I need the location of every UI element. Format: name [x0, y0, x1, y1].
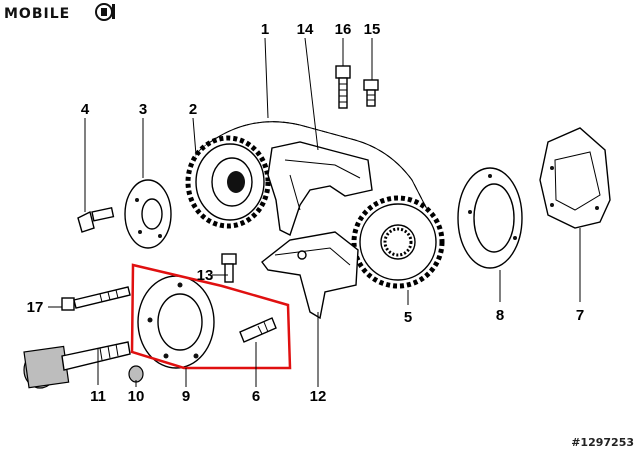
crankshaft-sprocket [351, 195, 445, 289]
logo-text: MOBILE [4, 6, 70, 22]
callout-6: 6 [252, 388, 260, 405]
tensioner-bracket [261, 231, 359, 320]
callout-10: 10 [128, 388, 145, 405]
callout-14: 14 [297, 21, 314, 38]
bolt-13 [221, 253, 237, 283]
flange-washer [124, 179, 172, 249]
bolt-15 [363, 79, 379, 107]
callout-8: 8 [496, 307, 504, 324]
callout-4: 4 [81, 101, 90, 118]
callout-17: 17 [27, 299, 44, 316]
bolt-4 [77, 207, 115, 233]
callout-12: 12 [310, 388, 327, 405]
callout-7: 7 [576, 307, 584, 324]
reference-number: #1297253 [571, 436, 634, 449]
callout-labels: 1 14 16 15 4 3 2 13 17 5 8 7 11 10 9 6 1… [27, 21, 585, 405]
hub-flange [137, 275, 215, 369]
bolt-11 [23, 341, 131, 389]
highlight-outline [130, 263, 292, 370]
cover-plate [539, 127, 611, 229]
bolt-17 [61, 286, 131, 311]
nut-10 [128, 365, 144, 383]
callout-2: 2 [189, 101, 197, 118]
gasket-ring [457, 167, 523, 269]
callout-3: 3 [139, 101, 147, 118]
chain-guide-rail [267, 141, 373, 236]
callout-5: 5 [404, 309, 412, 326]
callout-11: 11 [90, 388, 106, 405]
dowel-pin [239, 317, 277, 343]
callout-16: 16 [335, 21, 352, 38]
callout-15: 15 [364, 21, 381, 38]
camshaft-sprocket [185, 135, 271, 229]
callout-9: 9 [182, 388, 190, 405]
leader-lines [48, 37, 581, 387]
callout-13: 13 [197, 267, 214, 284]
mobile01-logo: MOBILE [4, 3, 115, 22]
bolt-16 [335, 65, 351, 109]
callout-1: 1 [261, 21, 269, 38]
